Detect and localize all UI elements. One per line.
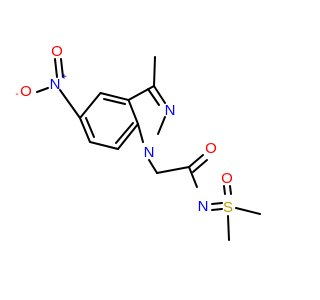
bond bbox=[115, 122, 134, 144]
bond bbox=[85, 117, 95, 138]
bond bbox=[229, 185, 232, 195]
bond bbox=[127, 99, 139, 125]
bond bbox=[227, 215, 230, 241]
bond bbox=[211, 202, 223, 205]
bond bbox=[60, 58, 64, 78]
bond bbox=[157, 116, 166, 135]
nitro-oxygen-top-label: O bbox=[51, 43, 63, 60]
bond bbox=[127, 85, 155, 101]
bond bbox=[153, 85, 166, 104]
bond bbox=[147, 88, 160, 106]
bond bbox=[153, 56, 156, 87]
carbonyl-oxygen-label: O bbox=[205, 140, 217, 157]
ring-nitrogen-1-label: N bbox=[144, 144, 155, 161]
bond bbox=[156, 166, 190, 174]
bond-lines bbox=[36, 56, 261, 241]
nitro-nitrogen-label: N bbox=[50, 76, 61, 93]
bond bbox=[188, 154, 204, 168]
bond bbox=[192, 159, 208, 173]
sulfur-label: S bbox=[223, 199, 233, 216]
bond bbox=[223, 185, 226, 195]
ring-nitrogen-2-label: N bbox=[165, 102, 176, 119]
bond bbox=[117, 123, 139, 150]
bond bbox=[235, 207, 261, 215]
nitro-oxygen-left-label: O bbox=[20, 83, 32, 100]
bond bbox=[211, 208, 223, 211]
bond bbox=[148, 159, 158, 174]
bond bbox=[99, 92, 130, 101]
bond bbox=[89, 141, 119, 150]
molecule-structure: N + O - O N N O N S O bbox=[15, 43, 261, 241]
bond bbox=[137, 123, 144, 143]
nitro-nitrogen-charge: + bbox=[61, 72, 67, 83]
bond bbox=[103, 98, 126, 105]
bond bbox=[79, 92, 102, 119]
imine-nitrogen-label: N bbox=[198, 198, 209, 215]
bond bbox=[59, 89, 81, 119]
bond bbox=[188, 166, 198, 188]
bond bbox=[36, 87, 49, 93]
bond bbox=[54, 58, 58, 78]
sulfoxide-oxygen-label: O bbox=[221, 170, 233, 187]
nitro-oxygen-left-charge: - bbox=[15, 89, 18, 100]
bond bbox=[79, 117, 91, 143]
